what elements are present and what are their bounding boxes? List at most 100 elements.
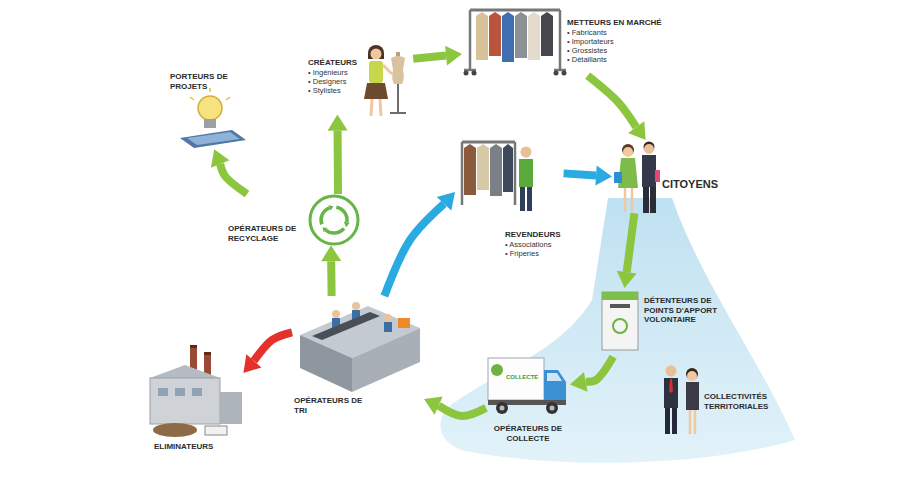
clothes-rack — [515, 12, 527, 58]
flow-arrow — [384, 192, 455, 296]
flow-arrow — [413, 46, 462, 66]
idea-bulb — [209, 88, 211, 92]
actor-item: • Designers — [308, 77, 357, 86]
citizens-figures — [642, 155, 656, 187]
actor-node: ELIMINATEURS — [132, 338, 243, 455]
designer-figure — [380, 99, 381, 116]
idea-bulb — [180, 130, 246, 148]
idea-bulb — [190, 97, 194, 100]
arrow-head — [437, 192, 455, 211]
second-hand-rack — [519, 159, 533, 187]
clothes-rack — [472, 71, 477, 76]
incinerator-plant — [153, 423, 197, 437]
idea-bulb — [180, 88, 246, 148]
actor-node: COLLECTIVITÉS TERRITORIALES — [658, 360, 779, 437]
sorting-machine — [352, 328, 420, 392]
designer-figure — [383, 65, 392, 74]
sorting-machine — [384, 322, 392, 332]
officials-figures — [672, 408, 677, 434]
designer-figure — [364, 83, 388, 99]
idea-bulb — [198, 96, 222, 120]
clothes-rack — [502, 12, 514, 62]
actor-name: CRÉATEURS — [308, 58, 357, 68]
officials-figures — [666, 366, 677, 377]
actor-item: • Importateurs — [567, 37, 662, 46]
actor-name: OPÉRATEURS DE COLLECTE — [492, 424, 564, 443]
designer-figure — [371, 49, 382, 60]
actor-name: ELIMINATEURS — [154, 442, 213, 452]
sorting-machine — [332, 310, 340, 318]
collection-truck — [544, 370, 566, 400]
second-hand-rack — [477, 144, 489, 190]
flow-arrow — [439, 406, 486, 416]
recycling-symbol — [310, 196, 358, 244]
incinerator-plant — [205, 426, 227, 435]
second-hand-rack — [464, 144, 476, 195]
flow-arrow — [211, 149, 247, 194]
second-hand-rack — [514, 142, 517, 205]
flow-arrow — [334, 131, 342, 194]
arrow-head — [321, 245, 341, 261]
incinerator-plant — [190, 345, 197, 348]
officials-figures — [664, 378, 678, 408]
incinerator-plant — [220, 392, 242, 424]
citizens-figures — [614, 142, 660, 214]
actor-name: OPÉRATEURS DE TRI — [294, 396, 364, 415]
flow-arrow — [627, 213, 635, 272]
flow-arrow — [413, 56, 446, 59]
mannequin — [390, 52, 406, 113]
arrow-head — [243, 354, 261, 373]
actor-node: OPÉRATEURS DE RECYCLAGE — [226, 194, 366, 245]
incinerator-plant — [150, 365, 220, 378]
second-hand-rack — [461, 142, 464, 205]
second-hand-rack — [527, 187, 532, 211]
actor-item: • Grossistes — [567, 46, 662, 55]
idea-bulb — [226, 97, 230, 100]
citizens-figures — [643, 187, 649, 213]
flow-arrow — [588, 76, 637, 127]
arrow-head — [595, 166, 612, 186]
arrow-head — [424, 396, 443, 414]
actor-item: • Friperies — [505, 249, 561, 258]
designer-figure — [368, 45, 384, 59]
mannequin — [390, 112, 406, 114]
citizen-zone — [440, 198, 795, 463]
second-hand-rack — [462, 141, 515, 144]
collection-bin — [602, 292, 638, 350]
flow-arrow — [564, 173, 596, 175]
officials-figures — [665, 408, 670, 434]
sorting-machine — [352, 302, 360, 310]
actor-name: DÉTENTEURS DE POINTS D'APPORT VOLONTAIRE — [644, 296, 736, 325]
flow-arrow — [586, 357, 613, 382]
collection-bin — [602, 292, 638, 300]
flow-arrow — [220, 164, 247, 194]
recycling-symbol — [344, 222, 350, 227]
recycling-symbol — [329, 205, 334, 211]
second-hand-rack — [521, 147, 532, 158]
officials-figures — [687, 371, 697, 381]
arrow-head — [445, 46, 462, 66]
collection-truck — [547, 373, 562, 381]
second-hand-rack — [462, 142, 533, 211]
collection-truck — [488, 358, 544, 400]
clothes-rack — [541, 12, 553, 56]
flow-arrow — [243, 332, 292, 373]
collection-truck — [488, 358, 566, 414]
clothes-rack — [489, 12, 501, 56]
flow-arrow — [254, 332, 292, 361]
second-hand-rack — [490, 144, 502, 196]
incinerator-plant — [150, 378, 220, 424]
officials-figures — [686, 382, 699, 410]
flow-arrow — [424, 396, 486, 416]
actor-item: • Stylistes — [308, 86, 357, 95]
clothes-rack — [554, 71, 559, 76]
incinerator-plant — [150, 345, 242, 437]
flow-arrow — [384, 204, 444, 296]
sorting-machine — [384, 314, 392, 322]
actor-node: PORTEURS DE PROJETS — [168, 70, 252, 149]
idea-bulb — [204, 119, 216, 128]
flow-arrow — [588, 76, 646, 140]
clothes-rack — [562, 71, 567, 76]
officials-figures — [669, 379, 673, 393]
